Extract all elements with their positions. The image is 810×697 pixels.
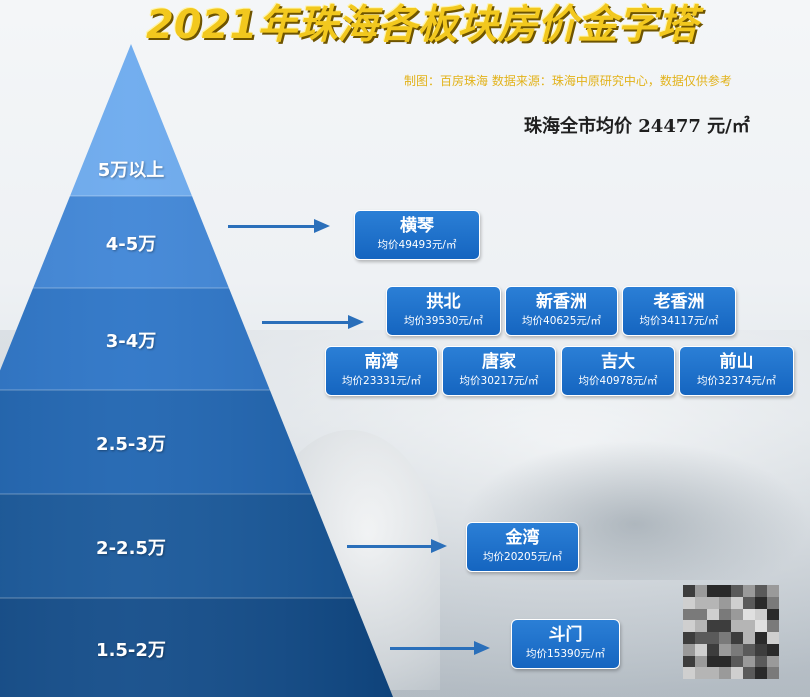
pyramid-shading <box>0 44 393 697</box>
district-name: 前山 <box>719 352 754 372</box>
district-price: 均价49493元/㎡ <box>377 239 457 251</box>
district-name: 拱北 <box>426 292 461 312</box>
district-price: 均价32374元/㎡ <box>697 375 776 387</box>
district-price: 均价15390元/㎡ <box>526 648 605 660</box>
district-card-gongbei: 拱北 均价39530元/㎡ <box>386 286 501 336</box>
chart-credit: 制图：百房珠海 数据来源：珠海中原研究中心，数据仅供参考 <box>404 74 732 88</box>
district-card-nanwan: 南湾 均价23331元/㎡ <box>325 346 438 396</box>
district-name: 金湾 <box>505 528 540 548</box>
district-name: 新香洲 <box>536 292 587 312</box>
arrow-1.5-2 <box>390 641 490 655</box>
district-card-jinwan: 金湾 均价20205元/㎡ <box>466 522 579 572</box>
tier-label: 3-4万 <box>105 331 157 352</box>
district-name: 横琴 <box>400 216 434 236</box>
district-name: 老香洲 <box>653 292 705 312</box>
tier-label: 5万以上 <box>97 160 165 181</box>
tier-label: 4-5万 <box>105 234 157 255</box>
district-name: 唐家 <box>482 352 516 372</box>
district-price: 均价34117元/㎡ <box>639 315 719 327</box>
district-card-xinxiangzhou: 新香洲 均价40625元/㎡ <box>505 286 618 336</box>
district-price: 均价39530元/㎡ <box>404 315 483 327</box>
chart-title: 2021年珠海各板块房价金字塔 <box>146 2 698 48</box>
district-card-doumen: 斗门 均价15390元/㎡ <box>511 619 620 669</box>
tier-label: 2.5-3万 <box>96 434 166 455</box>
district-card-qianshan: 前山 均价32374元/㎡ <box>679 346 794 396</box>
district-name: 吉大 <box>601 352 635 372</box>
district-price: 均价20205元/㎡ <box>483 551 562 563</box>
district-card-hengqin: 横琴 均价49493元/㎡ <box>354 210 480 260</box>
district-card-laoxiangzhou: 老香洲 均价34117元/㎡ <box>622 286 736 336</box>
district-name: 斗门 <box>548 625 583 645</box>
district-price: 均价30217元/㎡ <box>459 375 539 387</box>
district-card-jida: 吉大 均价40978元/㎡ <box>561 346 675 396</box>
district-price: 均价40978元/㎡ <box>578 375 658 387</box>
blurred-qr-code <box>683 585 779 679</box>
arrow-2-2.5 <box>347 539 447 553</box>
arrow-3-4 <box>262 315 364 329</box>
district-price: 均价40625元/㎡ <box>522 315 601 327</box>
district-name: 南湾 <box>364 352 399 372</box>
city-average-price: 珠海全市均价 24477 元/㎡ <box>524 116 750 137</box>
tier-label: 1.5-2万 <box>96 639 166 661</box>
district-card-tangjia: 唐家 均价30217元/㎡ <box>442 346 556 396</box>
district-price: 均价23331元/㎡ <box>342 375 421 387</box>
tier-label: 2-2.5万 <box>96 538 166 559</box>
arrow-4-5 <box>228 219 330 233</box>
